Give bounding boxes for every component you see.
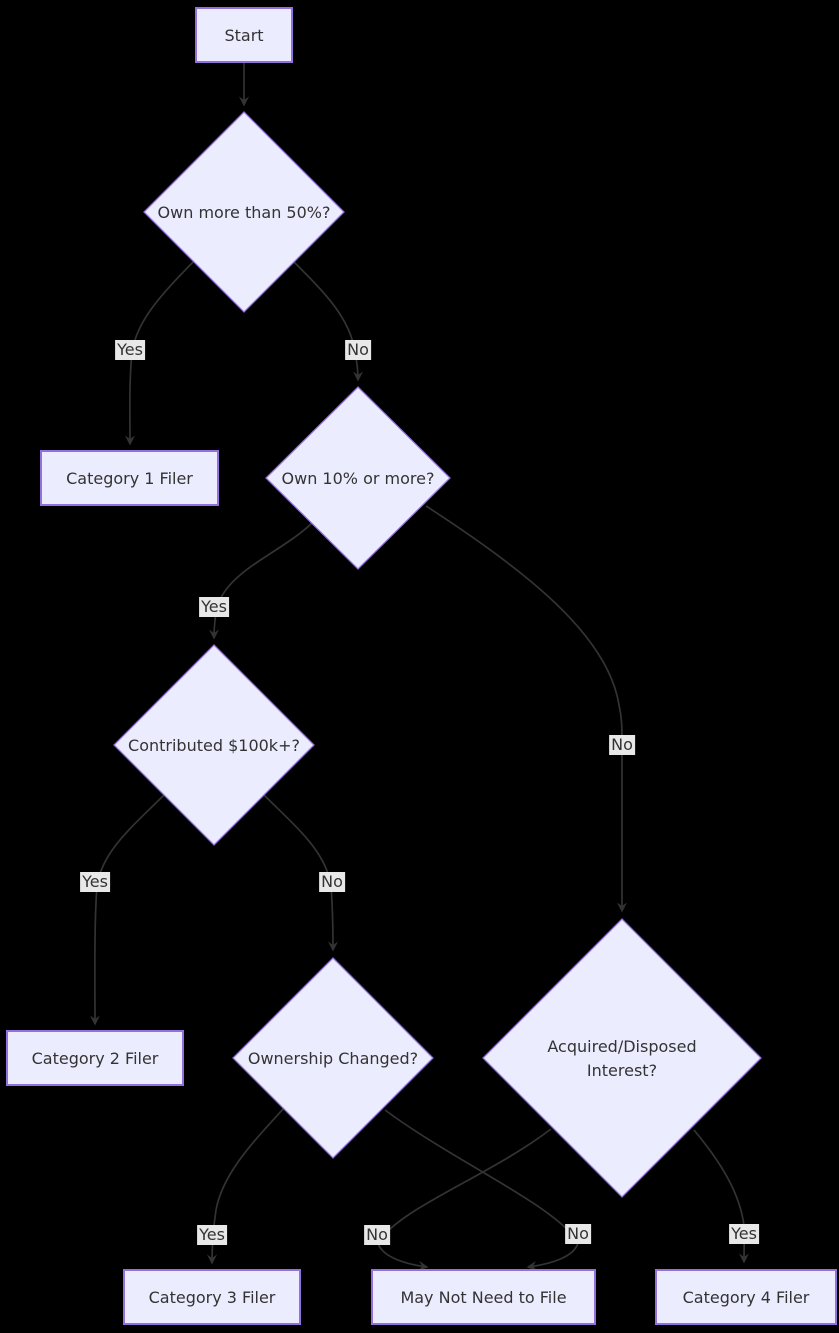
cat1-label: Category 1 Filer <box>66 469 193 488</box>
acq-label-line2: Interest? <box>587 1061 657 1080</box>
edge-acq-yes-to-cat4 <box>693 1129 750 1264</box>
node-category-2-filer: Category 2 Filer <box>6 1030 184 1086</box>
node-category-4-filer: Category 4 Filer <box>655 1269 837 1325</box>
ownchg-diamond <box>232 957 434 1159</box>
cat4-box <box>655 1269 837 1325</box>
cat4-label: Category 4 Filer <box>683 1288 810 1307</box>
edge-label-contrib-yes: Yes <box>80 872 110 892</box>
cat2-label: Category 2 Filer <box>32 1049 159 1068</box>
acq-label-line1: Acquired/Disposed <box>547 1037 696 1056</box>
node-start: Start <box>195 7 293 63</box>
edge-label-own50-yes: Yes <box>115 340 145 360</box>
edge-label-acq-no: No <box>364 1225 390 1245</box>
own10-diamond <box>265 386 451 570</box>
edge-label-ownchg-yes: Yes <box>197 1225 227 1245</box>
edge-label-ownchg-no: No <box>565 1224 591 1244</box>
edge-label-contrib-no: No <box>319 872 345 892</box>
contrib-diamond <box>113 644 315 846</box>
edge-own50-no-to-own10 <box>293 261 363 382</box>
cat3-box <box>123 1269 301 1325</box>
node-own-more-than-50: Own more than 50%? <box>143 111 345 313</box>
own10-label: Own 10% or more? <box>282 469 435 488</box>
node-ownership-changed: Ownership Changed? <box>232 957 434 1159</box>
node-category-3-filer: Category 3 Filer <box>123 1269 301 1325</box>
edge-label-own50-no: No <box>345 340 371 360</box>
start-box <box>195 7 293 63</box>
edge-own10-no-to-acq <box>425 505 627 913</box>
node-own-10-or-more: Own 10% or more? <box>265 386 451 570</box>
edge-acq-no-to-maynot <box>377 1128 552 1271</box>
maynot-label: May Not Need to File <box>400 1288 566 1307</box>
edge-ownchg-no-to-maynot <box>384 1109 579 1271</box>
maynot-box <box>371 1269 596 1325</box>
edge-label-acq-yes: Yes <box>729 1224 759 1244</box>
node-may-not-need-to-file: May Not Need to File <box>371 1269 596 1325</box>
cat1-box <box>40 450 219 506</box>
contrib-label: Contributed $100k+? <box>128 736 300 755</box>
ownchg-label: Ownership Changed? <box>248 1049 418 1068</box>
edge-label-own10-no: No <box>609 735 635 755</box>
own50-label: Own more than 50%? <box>158 203 331 222</box>
edge-own10-yes-to-contrib <box>209 522 313 640</box>
node-contributed-100k: Contributed $100k+? <box>113 644 315 846</box>
node-acquired-disposed-interest: Acquired/Disposed Interest? <box>482 918 762 1198</box>
edge-contrib-yes-to-cat2 <box>89 794 165 1026</box>
node-category-1-filer: Category 1 Filer <box>40 450 219 506</box>
cat3-label: Category 3 Filer <box>149 1288 276 1307</box>
cat2-box <box>6 1030 184 1086</box>
own50-diamond <box>143 111 345 313</box>
start-label: Start <box>224 26 263 45</box>
acq-diamond <box>482 918 762 1198</box>
edge-label-own10-yes: Yes <box>199 597 229 617</box>
